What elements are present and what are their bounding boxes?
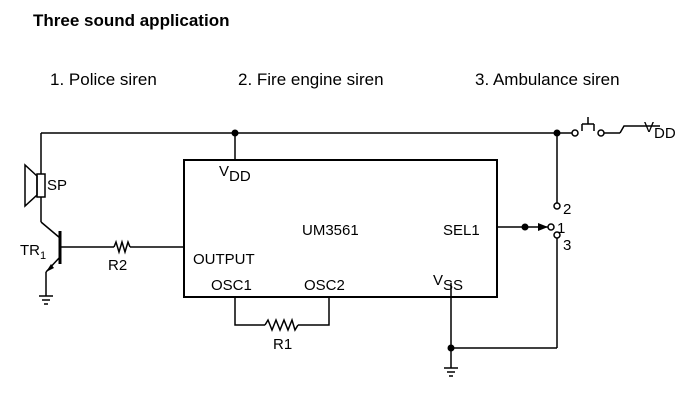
mode-fire-engine-siren: 2. Fire engine siren bbox=[238, 70, 384, 89]
mode-ambulance-siren: 3. Ambulance siren bbox=[475, 70, 620, 89]
pin-vss-sub: SS bbox=[443, 277, 463, 294]
selector-switch-icon[interactable] bbox=[547, 202, 561, 239]
transistor-label: TR1 bbox=[20, 242, 46, 262]
mode-police-siren: 1. Police siren bbox=[50, 70, 157, 89]
pin-osc1-label: OSC1 bbox=[211, 277, 252, 294]
speaker-icon bbox=[24, 163, 46, 208]
switch-position-2: 2 bbox=[563, 201, 571, 218]
ic-body bbox=[183, 159, 498, 298]
switch-position-3: 3 bbox=[563, 237, 571, 254]
pin-output-label: OUTPUT bbox=[193, 251, 255, 268]
transistor-label-sub: 1 bbox=[40, 250, 46, 262]
resistor-r1-icon bbox=[264, 317, 299, 333]
arrow-right-icon bbox=[538, 223, 548, 231]
ground-icon bbox=[444, 367, 458, 377]
pin-vdd-main: V bbox=[219, 163, 229, 180]
speaker-label: SP bbox=[47, 177, 67, 194]
ic-name: UM3561 bbox=[302, 222, 359, 239]
page-title: Three sound application bbox=[33, 11, 230, 30]
switch-position-1: 1 bbox=[557, 220, 565, 237]
pin-vdd-sub: DD bbox=[229, 168, 251, 185]
pin-vss-label: VSS bbox=[433, 272, 463, 294]
pin-vdd-label: VDD bbox=[219, 163, 251, 185]
resistor-r2-label: R2 bbox=[108, 257, 127, 274]
transistor-label-main: TR bbox=[20, 242, 40, 259]
pin-vss-main: V bbox=[433, 272, 443, 289]
transistor-emitter-arrow-icon bbox=[46, 264, 54, 272]
pin-osc2-label: OSC2 bbox=[304, 277, 345, 294]
supply-vdd-sub: DD bbox=[654, 125, 676, 142]
supply-vdd-main: V bbox=[644, 119, 654, 136]
resistor-r1-label: R1 bbox=[273, 336, 292, 353]
ground-icon bbox=[39, 295, 53, 305]
supply-vdd-label: VDD bbox=[644, 119, 676, 142]
junction-dots bbox=[231, 129, 561, 352]
resistor-r2-icon bbox=[113, 239, 131, 255]
push-button-switch-icon[interactable] bbox=[571, 117, 605, 137]
pin-sel1-label: SEL1 bbox=[443, 222, 480, 239]
